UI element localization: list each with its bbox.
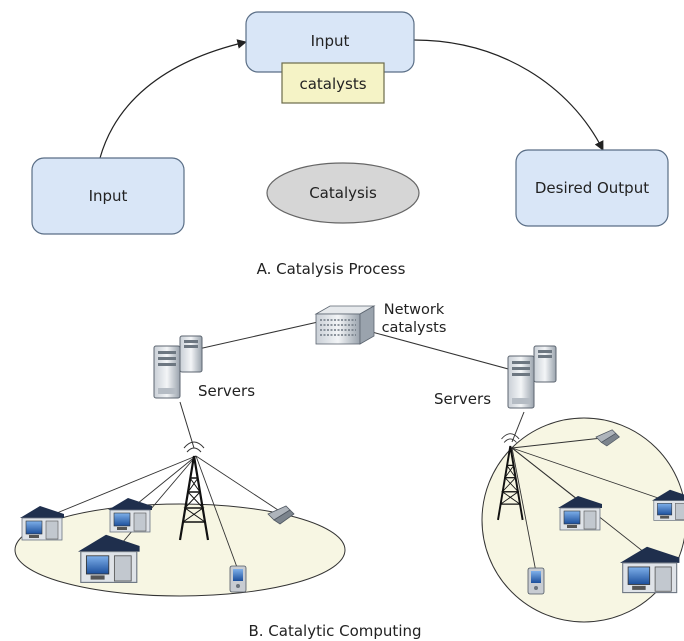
left-tower-links <box>51 455 279 571</box>
catalysis-process-section: Input catalysts Input Catalysis Desired … <box>31 11 669 278</box>
servers-right-label: Servers <box>434 390 491 408</box>
catalysis-ellipse <box>266 162 420 224</box>
caption-b: B. Catalytic Computing <box>248 622 421 640</box>
pda-icon <box>527 567 545 595</box>
arrow-input-to-top-input <box>99 39 247 159</box>
link-switch-to-right-servers <box>371 331 513 371</box>
catalysis-label: Catalysis <box>309 184 377 202</box>
link-right-servers-to-tower <box>511 411 525 443</box>
catalysts-box <box>281 62 385 104</box>
network-catalysts-label: catalysts <box>382 320 447 336</box>
left-input-label: Input <box>89 187 128 205</box>
workstation-icon <box>107 497 153 533</box>
network-switch-icon <box>314 305 376 345</box>
left-servers-icon <box>153 335 203 399</box>
arrow-top-input-to-output <box>413 39 604 151</box>
catalytic-computing-section: Network catalysts Servers Servers B. Cat… <box>14 302 684 640</box>
desired-output-box <box>515 149 669 227</box>
left-input-box <box>31 157 185 235</box>
right-servers-icon <box>507 345 557 409</box>
link-left-servers-to-switch <box>184 321 319 353</box>
catalysts-label: catalysts <box>299 75 366 93</box>
pda-icon <box>229 565 247 593</box>
left-network-area <box>14 503 346 597</box>
caption-a: A. Catalysis Process <box>257 260 406 278</box>
desired-output-label: Desired Output <box>535 179 649 197</box>
network-label: Network <box>384 302 445 318</box>
link-left-servers-to-tower <box>179 401 195 449</box>
workstation-icon <box>19 505 65 541</box>
servers-left-label: Servers <box>198 382 255 400</box>
top-input-label: Input <box>311 32 350 50</box>
